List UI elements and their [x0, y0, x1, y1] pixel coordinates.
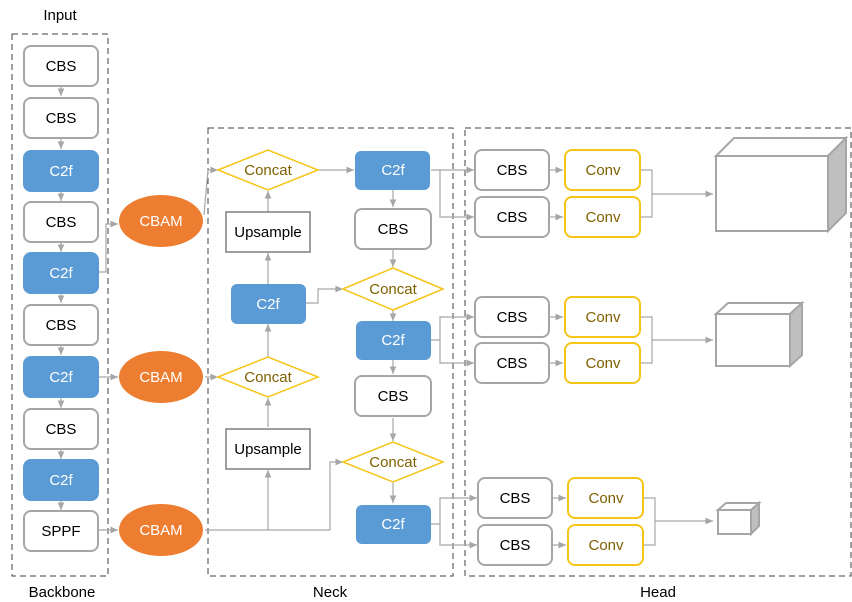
- head-cbs-node: CBS: [474, 149, 550, 191]
- backbone-frame: [11, 33, 109, 577]
- backbone-layer: CBS: [23, 97, 99, 139]
- svg-text:CBAM: CBAM: [139, 369, 182, 386]
- c2f-node: C2f: [356, 321, 431, 360]
- svg-text:CBS: CBS: [497, 162, 528, 179]
- svg-text:CBS: CBS: [500, 537, 531, 554]
- c2f-node: C2f: [356, 505, 431, 544]
- svg-text:CBAM: CBAM: [139, 213, 182, 230]
- svg-text:Conv: Conv: [585, 209, 621, 226]
- svg-text:Upsample: Upsample: [234, 224, 302, 241]
- svg-text:Concat: Concat: [244, 162, 292, 179]
- backbone-layer: CBS: [23, 45, 99, 87]
- svg-text:C2f: C2f: [49, 265, 73, 282]
- svg-text:CBS: CBS: [46, 317, 77, 334]
- backbone-layer: CBS: [23, 201, 99, 243]
- head-conv-node: Conv: [564, 342, 641, 384]
- backbone-title: Backbone: [29, 584, 96, 601]
- backbone-layer: C2f: [23, 459, 99, 501]
- concat-node: Concat: [341, 267, 445, 311]
- concat-node: Concat: [340, 441, 446, 483]
- svg-text:CBS: CBS: [500, 490, 531, 507]
- connectors: [57, 86, 713, 549]
- head-cbs-node: CBS: [477, 524, 553, 566]
- svg-text:C2f: C2f: [256, 296, 280, 313]
- large-cube-icon: [713, 135, 849, 234]
- svg-text:Upsample: Upsample: [234, 441, 302, 458]
- svg-text:SPPF: SPPF: [41, 523, 80, 540]
- svg-text:C2f: C2f: [49, 163, 73, 180]
- cbs-node: CBS: [354, 208, 432, 250]
- backbone-layer: CBS: [23, 304, 99, 346]
- backbone-layer: C2f: [23, 252, 99, 294]
- medium-cube-icon: [713, 300, 805, 369]
- svg-text:C2f: C2f: [381, 162, 405, 179]
- svg-text:Conv: Conv: [588, 490, 624, 507]
- head-conv-node: Conv: [567, 477, 644, 519]
- svg-text:Conv: Conv: [588, 537, 624, 554]
- svg-text:CBS: CBS: [497, 209, 528, 226]
- head-cbs-node: CBS: [474, 196, 550, 238]
- svg-text:C2f: C2f: [49, 369, 73, 386]
- small-cube-icon: [715, 500, 762, 537]
- head-conv-node: Conv: [564, 196, 641, 238]
- svg-text:Conv: Conv: [585, 162, 621, 179]
- backbone-layer: C2f: [23, 150, 99, 192]
- upsample-node: Upsample: [225, 428, 311, 470]
- svg-text:Conv: Conv: [585, 309, 621, 326]
- backbone-layer: SPPF: [23, 510, 99, 552]
- svg-text:Concat: Concat: [369, 454, 417, 471]
- backbone-layer: CBS: [23, 408, 99, 450]
- head-cbs-node: CBS: [477, 477, 553, 519]
- head-conv-node: Conv: [567, 524, 644, 566]
- svg-text:Concat: Concat: [244, 369, 292, 386]
- cbam-node: CBAM: [119, 351, 203, 403]
- upsample-node: Upsample: [225, 211, 311, 253]
- cbam-node: CBAM: [119, 504, 203, 556]
- svg-text:CBS: CBS: [378, 388, 409, 405]
- head-cbs-node: CBS: [474, 296, 550, 338]
- svg-text:CBS: CBS: [497, 355, 528, 372]
- svg-text:C2f: C2f: [381, 332, 405, 349]
- svg-text:Concat: Concat: [369, 281, 417, 298]
- svg-text:CBAM: CBAM: [139, 522, 182, 539]
- svg-text:C2f: C2f: [49, 472, 73, 489]
- concat-node: Concat: [215, 356, 321, 398]
- head-title: Head: [640, 584, 676, 601]
- head-cbs-node: CBS: [474, 342, 550, 384]
- input-title: Input: [43, 7, 77, 24]
- svg-text:CBS: CBS: [497, 309, 528, 326]
- backbone-layer: C2f: [23, 356, 99, 398]
- neck-frame: [207, 127, 454, 577]
- head-conv-node: Conv: [564, 149, 641, 191]
- svg-text:CBS: CBS: [46, 421, 77, 438]
- cbs-node: CBS: [354, 375, 432, 417]
- head-conv-node: Conv: [564, 296, 641, 338]
- c2f-node: C2f: [355, 151, 430, 190]
- svg-text:Conv: Conv: [585, 355, 621, 372]
- cbam-node: CBAM: [119, 195, 203, 247]
- svg-text:CBS: CBS: [46, 58, 77, 75]
- svg-text:CBS: CBS: [46, 214, 77, 231]
- head-frame: [464, 127, 852, 577]
- svg-text:CBS: CBS: [46, 110, 77, 127]
- c2f-node: C2f: [231, 284, 306, 324]
- concat-node: Concat: [215, 149, 321, 191]
- svg-text:C2f: C2f: [381, 516, 405, 533]
- neck-title: Neck: [313, 584, 348, 601]
- svg-text:CBS: CBS: [378, 221, 409, 238]
